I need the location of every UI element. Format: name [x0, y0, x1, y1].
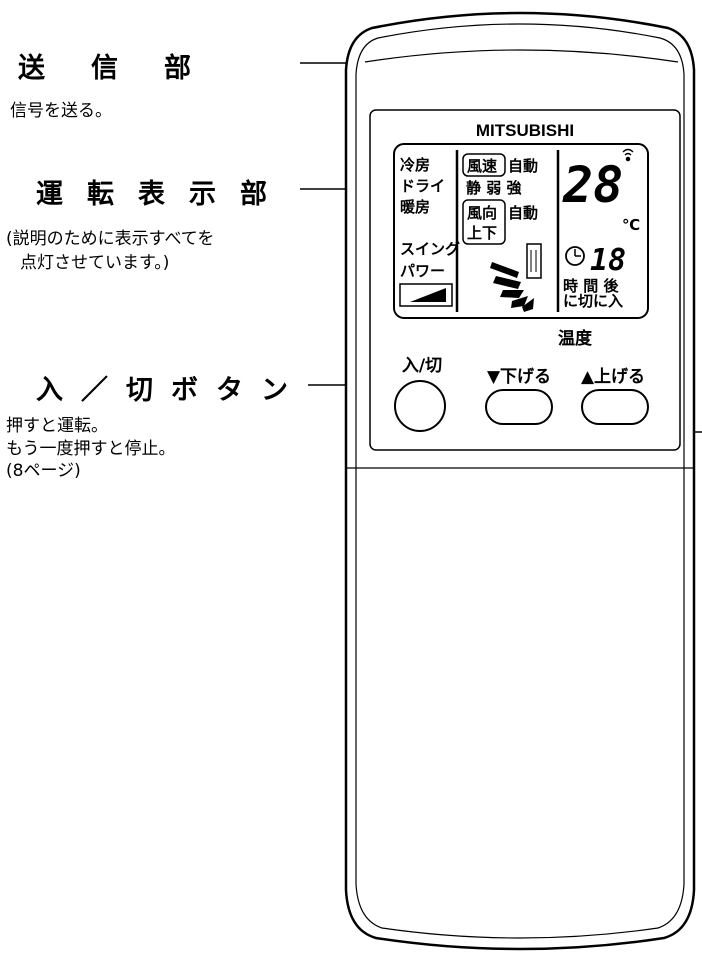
- display-desc-1: (説明のために表示すべてを: [6, 229, 215, 249]
- transmitter-title: 送信部: [18, 53, 237, 84]
- remote-body: [344, 11, 696, 951]
- power-desc-3: (8ページ): [6, 461, 81, 481]
- power-desc-2: もう一度押すと停止。: [6, 439, 176, 459]
- power-indicator: パワー: [400, 262, 445, 280]
- front-panel: [369, 109, 681, 451]
- clock-icon: [565, 246, 585, 266]
- mode-dry: ドライ: [400, 177, 445, 195]
- fan-levels: 静 弱 強: [466, 179, 521, 197]
- lcd-display: [393, 143, 649, 319]
- airflow-fan-icon: [490, 262, 534, 312]
- power-button[interactable]: [394, 380, 446, 432]
- timer-value: 18: [590, 243, 626, 278]
- mode-heat: 暖房: [400, 198, 430, 216]
- direction-frame: [462, 199, 506, 245]
- transmitter-desc: 信号を送る。: [10, 101, 112, 121]
- power-desc-1: 押すと運転。: [6, 416, 108, 436]
- temperature-label: 温度: [558, 328, 593, 349]
- temp-up-button[interactable]: [581, 389, 649, 425]
- transmitter-window: [364, 49, 679, 63]
- swing-indicator: スイング: [400, 240, 460, 258]
- direction-label-2: 上下: [467, 224, 497, 242]
- temperature-unit: ℃: [622, 216, 640, 234]
- temperature-value: 28: [562, 156, 623, 214]
- power-title: 入／切ボタン: [36, 375, 306, 406]
- remote-inner-outline: [355, 23, 685, 939]
- display-desc-2: 点灯させています。): [20, 253, 170, 273]
- fan-speed-frame: [462, 153, 506, 177]
- direction-label-1: 風向: [467, 204, 497, 222]
- brand-logo: MITSUBISHI: [476, 121, 574, 140]
- mode-cool: 冷房: [400, 156, 430, 174]
- temp-up-label: ▲上げる: [581, 367, 645, 387]
- timer-label-1: 時 間 後: [563, 277, 619, 295]
- fan-auto: 自動: [508, 157, 538, 175]
- timer-label-2: に切に入: [563, 292, 623, 310]
- temp-down-button[interactable]: [485, 389, 553, 425]
- fan-speed-label: 風速: [467, 157, 497, 175]
- power-button-label: 入/切: [402, 356, 442, 376]
- display-title: 運転表示部: [36, 179, 291, 210]
- direction-auto: 自動: [508, 204, 538, 222]
- louver-icon: [526, 243, 542, 279]
- power-level-icon: [399, 283, 453, 307]
- signal-icon: [622, 148, 634, 162]
- temp-down-label: ▼下げる: [487, 367, 551, 387]
